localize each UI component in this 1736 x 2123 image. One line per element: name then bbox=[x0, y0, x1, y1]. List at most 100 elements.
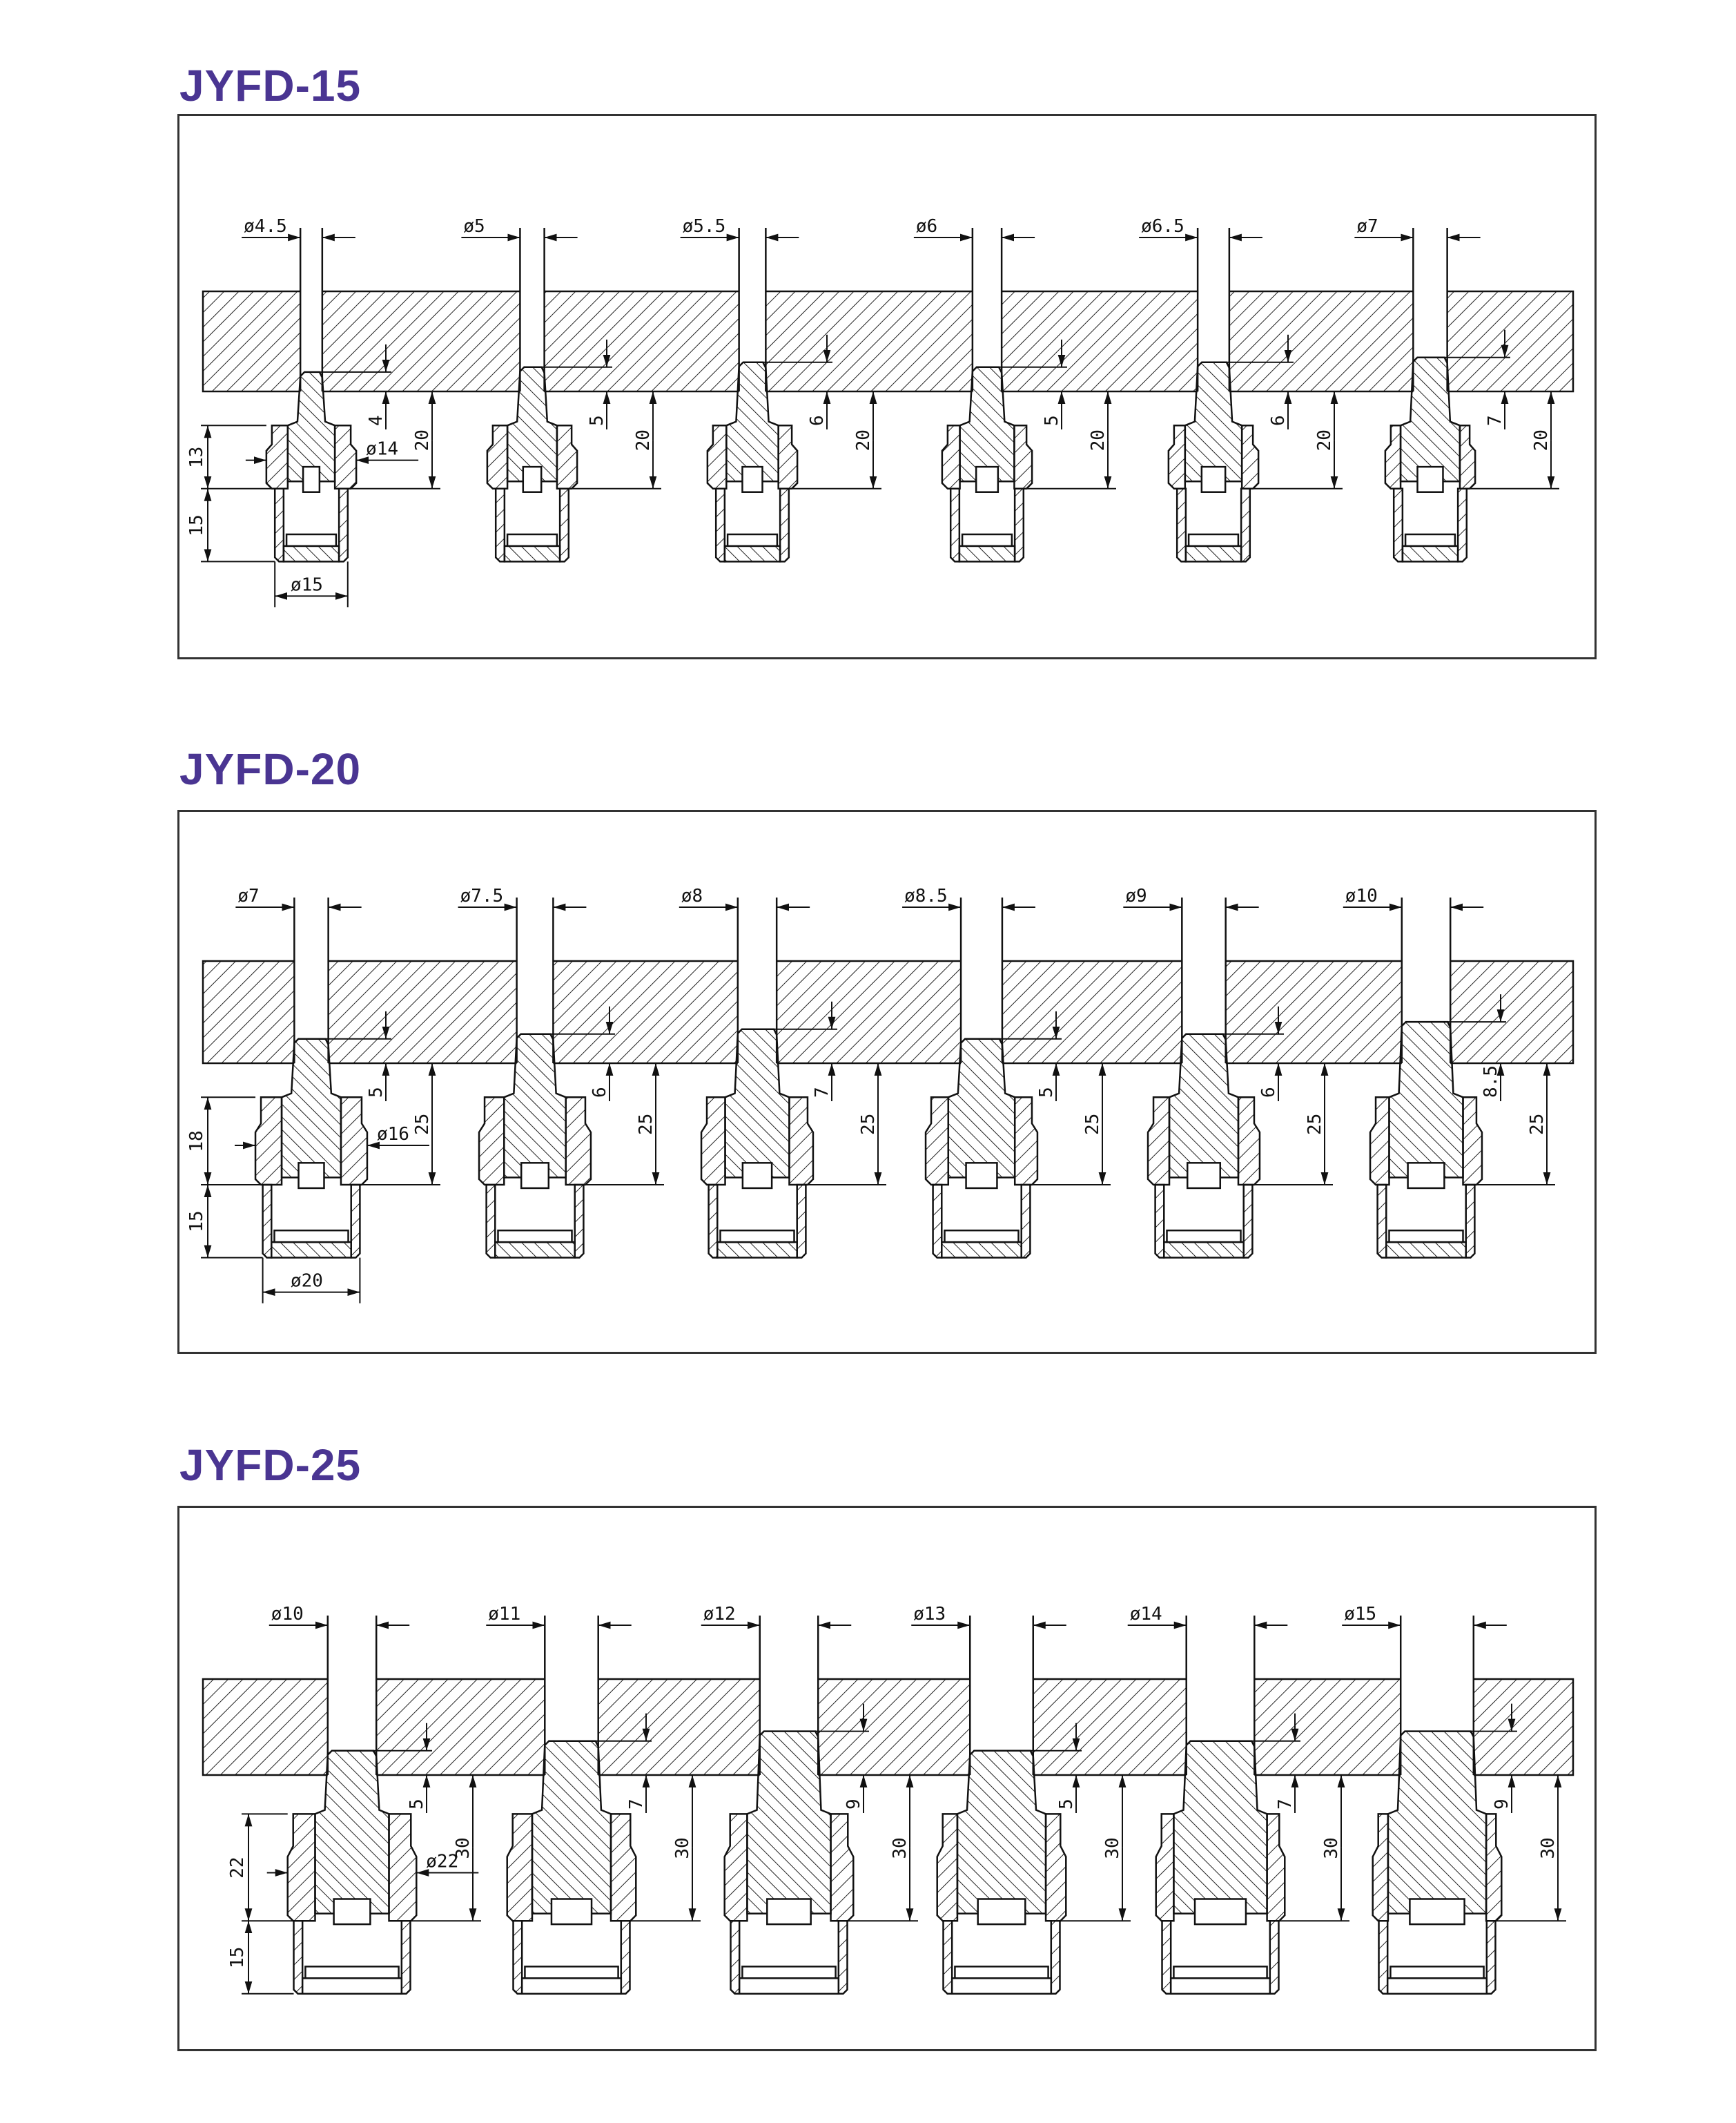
nozzle-body-wall bbox=[1154, 1183, 1165, 1259]
nozzle-nut bbox=[1240, 425, 1260, 490]
height-dimension-label: 30 bbox=[453, 1837, 474, 1859]
tip-depth-label: 5 bbox=[1042, 415, 1062, 426]
nozzle-nut bbox=[1462, 1096, 1483, 1186]
nut-diameter-label: ø16 bbox=[377, 1124, 409, 1145]
height-dimension-label: 25 bbox=[636, 1114, 656, 1135]
nozzle-bore bbox=[965, 1162, 998, 1190]
nozzle-bottom-plug bbox=[723, 545, 781, 563]
nut-height-label: 18 bbox=[186, 1130, 207, 1152]
nut-height-label: 22 bbox=[227, 1857, 248, 1878]
nozzle-diameter-label: ø5 bbox=[463, 216, 485, 237]
nozzle-body-wall bbox=[1376, 1183, 1387, 1259]
section-title-jyfd-20: JYFD-20 bbox=[179, 744, 362, 794]
height-dimension-label: 30 bbox=[890, 1837, 910, 1859]
nozzle-bottom-plug bbox=[271, 1241, 352, 1259]
nozzle-body-wall bbox=[1269, 1919, 1280, 1995]
nozzle-diameter-label: ø7.5 bbox=[460, 886, 504, 907]
cross-section-drawing: ø75251815ø16ø20ø7.5625ø8725ø8.5525ø9625ø… bbox=[186, 886, 1574, 1303]
nozzle-bore bbox=[333, 1898, 371, 1926]
tip-depth-label: 9 bbox=[1492, 1799, 1512, 1810]
nozzle-bottom-plug bbox=[1163, 1241, 1245, 1259]
height-dimension-label: 25 bbox=[412, 1114, 433, 1135]
nozzle-bottom-plug bbox=[1386, 1977, 1488, 1995]
heater-insert bbox=[273, 1229, 349, 1243]
nozzle-nut bbox=[565, 1096, 592, 1186]
nozzle-tip bbox=[746, 1730, 832, 1914]
nozzle-body-wall bbox=[730, 1919, 741, 1995]
nozzle-nut bbox=[388, 1813, 418, 1922]
nozzle-diameter-label: ø7 bbox=[1356, 216, 1378, 237]
nozzle-diameter-label: ø11 bbox=[488, 1604, 520, 1625]
nozzle-tip bbox=[531, 1740, 612, 1914]
nozzle-nut bbox=[506, 1813, 534, 1922]
nozzle-tip bbox=[1387, 1730, 1488, 1914]
nozzle-diameter-label: ø13 bbox=[913, 1604, 946, 1625]
height-dimension-label: 20 bbox=[633, 429, 654, 451]
nozzle-bottom-plug bbox=[1385, 1241, 1467, 1259]
nozzle-body-wall bbox=[262, 1183, 273, 1259]
heater-insert bbox=[304, 1966, 400, 1979]
height-dimension-label: 20 bbox=[1314, 429, 1335, 451]
nozzle-diameter-label: ø8.5 bbox=[904, 886, 948, 907]
tip-depth-label: 6 bbox=[1258, 1087, 1279, 1098]
nozzle-bore bbox=[977, 1898, 1026, 1926]
nozzle-body-wall bbox=[1485, 1919, 1496, 1995]
nozzle-body-wall bbox=[932, 1183, 943, 1259]
nozzle-nut bbox=[1369, 1096, 1390, 1186]
nozzle-nut bbox=[1266, 1813, 1286, 1922]
nozzle-body-wall bbox=[620, 1919, 631, 1995]
tip-depth-label: 4 bbox=[366, 415, 387, 426]
tip-depth-label: 8.5 bbox=[1481, 1065, 1501, 1098]
nozzle-nut bbox=[936, 1813, 959, 1922]
tip-depth-label: 5 bbox=[1056, 1799, 1077, 1810]
tip-depth-label: 5 bbox=[366, 1087, 387, 1098]
nozzle-bore bbox=[766, 1898, 812, 1926]
nozzle-bore bbox=[550, 1898, 593, 1926]
heater-insert bbox=[1187, 533, 1240, 547]
height-dimension-label: 25 bbox=[1305, 1114, 1325, 1135]
heater-insert bbox=[285, 533, 338, 547]
nozzle-bottom-plug bbox=[1401, 545, 1459, 563]
body-length-label: 15 bbox=[227, 1947, 248, 1968]
heater-insert bbox=[944, 1229, 1020, 1243]
nozzle-bottom-plug bbox=[950, 1977, 1053, 1995]
section-title-jyfd-15: JYFD-15 bbox=[179, 61, 362, 110]
heater-insert bbox=[1173, 1966, 1268, 1979]
nozzle-diameter-label: ø6.5 bbox=[1141, 216, 1184, 237]
nozzle-bore bbox=[298, 1162, 325, 1190]
body-diameter-label: ø15 bbox=[291, 574, 323, 595]
nozzle-bottom-plug bbox=[520, 1977, 623, 1995]
nozzle-nut bbox=[1237, 1096, 1261, 1186]
nozzle-nut bbox=[788, 1096, 815, 1186]
nozzle-body-wall bbox=[1392, 487, 1404, 563]
nozzle-nut bbox=[1013, 1096, 1039, 1186]
nozzle-bottom-plug bbox=[941, 1241, 1022, 1259]
nozzle-body-wall bbox=[949, 487, 961, 563]
nozzle-bottom-plug bbox=[282, 545, 340, 563]
nozzle-diameter-label: ø8 bbox=[681, 886, 703, 907]
nozzle-nut bbox=[1013, 425, 1033, 490]
nozzle-diameter-label: ø4.5 bbox=[244, 216, 287, 237]
cross-section-drawing: ø105302215ø22ø11730ø12930ø13530ø14730ø15… bbox=[202, 1604, 1574, 1995]
nozzle-nut bbox=[1384, 425, 1402, 490]
nozzle-body-wall bbox=[942, 1919, 953, 1995]
height-dimension-label: 25 bbox=[1527, 1114, 1548, 1135]
nozzle-body-wall bbox=[400, 1919, 411, 1995]
nozzle-diameter-label: ø15 bbox=[1344, 1604, 1376, 1625]
nozzle-diameter-label: ø14 bbox=[1130, 1604, 1162, 1625]
nozzle-body-wall bbox=[796, 1183, 807, 1259]
nozzle-bottom-plug bbox=[738, 1977, 840, 1995]
